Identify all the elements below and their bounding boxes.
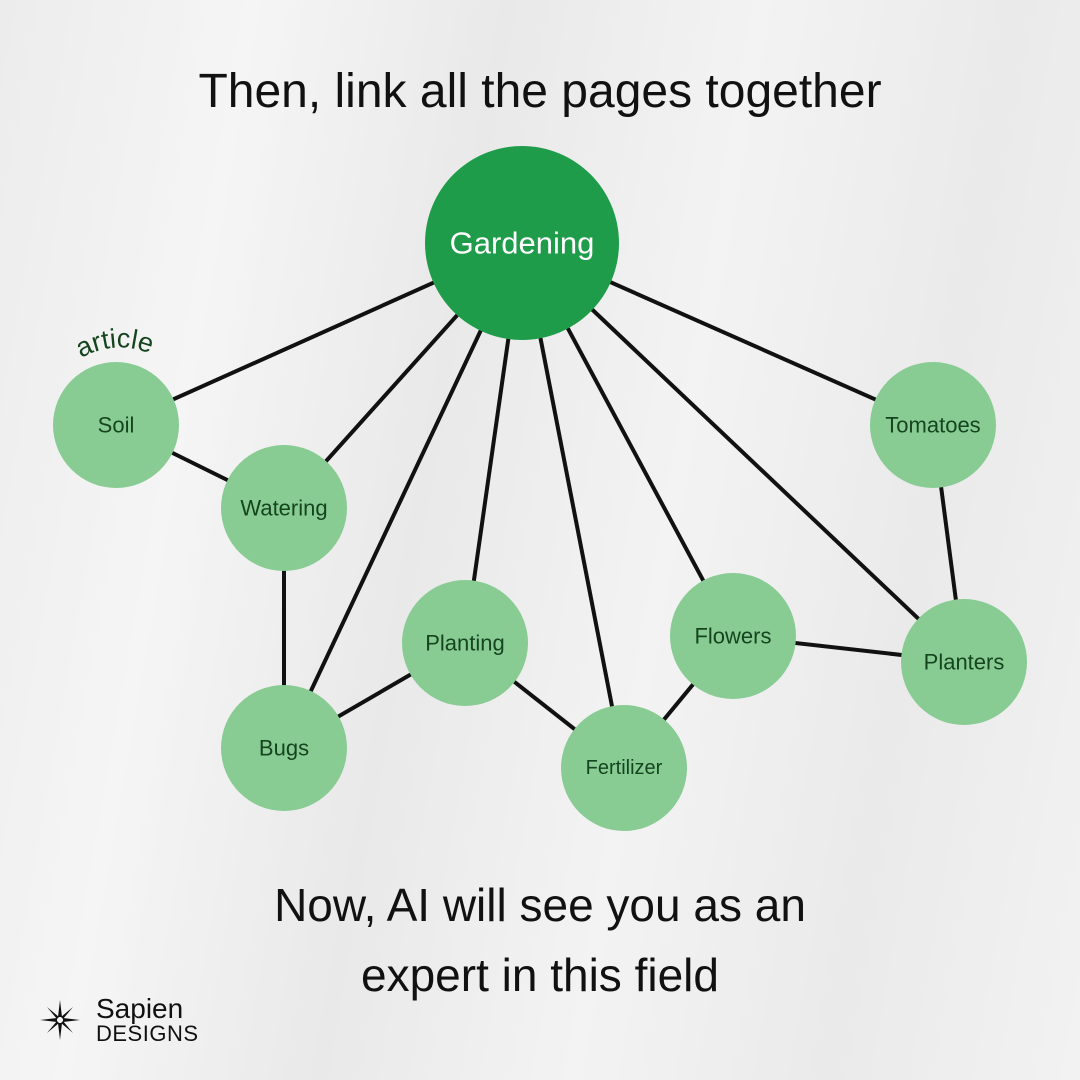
edge-gardening-planters xyxy=(520,241,966,664)
node-label: Gardening xyxy=(450,226,595,261)
starburst-icon xyxy=(40,1000,80,1040)
footer-text: Now, AI will see you as an expert in thi… xyxy=(0,870,1080,1010)
node-circle xyxy=(402,580,528,706)
node-planters: Planters xyxy=(901,599,1027,725)
logo-line-1: Sapien xyxy=(96,993,184,1024)
node-soil: Soil xyxy=(53,362,179,488)
logo-line-2: DESIGNS xyxy=(96,1021,199,1046)
node-bugs: Bugs xyxy=(221,685,347,811)
node-circle xyxy=(221,445,347,571)
node-tomatoes: Tomatoes xyxy=(870,362,996,488)
page-title: Then, link all the pages together xyxy=(198,65,882,118)
node-gardening: Gardening xyxy=(425,146,619,340)
node-circle xyxy=(53,362,179,488)
node-circle xyxy=(670,573,796,699)
node-watering: Watering xyxy=(221,445,347,571)
node-circle xyxy=(870,362,996,488)
node-label: Planters xyxy=(924,650,1005,675)
node-flowers: Flowers xyxy=(670,573,796,699)
node-circle xyxy=(425,146,619,340)
node-circle xyxy=(561,705,687,831)
node-circle xyxy=(221,685,347,811)
node-label: Planting xyxy=(425,631,505,656)
node-label: Fertilizer xyxy=(586,757,663,779)
node-label: Tomatoes xyxy=(885,413,980,438)
node-label: Flowers xyxy=(694,624,771,649)
node-label: Bugs xyxy=(259,736,309,761)
node-label: Watering xyxy=(240,496,327,521)
node-planting: Planting xyxy=(402,580,528,706)
node-circle xyxy=(901,599,1027,725)
node-label: Soil xyxy=(98,413,135,438)
footer-line-1: Now, AI will see you as an xyxy=(274,879,806,931)
brand-logo: Sapien DESIGNS xyxy=(38,995,199,1045)
article-annotation: article xyxy=(71,323,158,363)
node-fertilizer: Fertilizer xyxy=(561,705,687,831)
footer-line-2: expert in this field xyxy=(361,949,719,1001)
